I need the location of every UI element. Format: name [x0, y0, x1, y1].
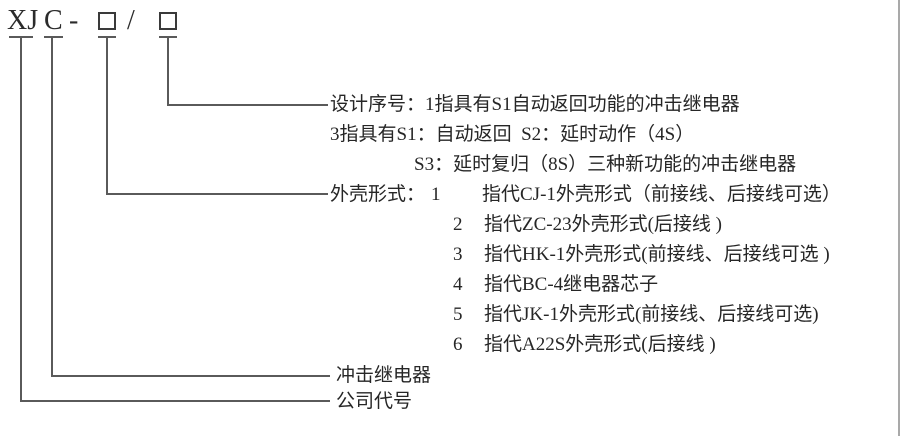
enclosure-option-num: 5: [453, 304, 463, 325]
enclosure-option-num: 3: [453, 244, 463, 265]
enclosure-option-num: 1: [431, 184, 441, 205]
enclosure-option-desc: 指代A22S外壳形式(后接线 ): [484, 334, 716, 355]
connector-company-vertical: [20, 36, 22, 402]
connector-design-serial-vertical: [167, 36, 169, 106]
connector-enclosure-horizontal: [106, 193, 328, 195]
code-dash: -: [69, 5, 79, 36]
design-serial-placeholder-box: [159, 12, 177, 30]
enclosure-option-num: 4: [453, 274, 463, 295]
company-label: 公司代号: [336, 391, 413, 412]
enclosure-option-desc: 指代BC-4继电器芯子: [484, 274, 659, 295]
enclosure-label: 外壳形式：: [330, 184, 426, 205]
design-serial-line2: 3指具有S1：自动返回 S2：延时动作（4S）: [330, 124, 695, 145]
enclosure-option-desc: 指代HK-1外壳形式(前接线、后接线可选 ): [484, 244, 830, 265]
connector-enclosure-vertical: [106, 36, 108, 195]
enclosure-option-num: 2: [453, 214, 463, 235]
connector-relay-horizontal: [51, 375, 330, 377]
enclosure-option-desc: 指代JK-1外壳形式(前接线、后接线可选): [484, 304, 819, 325]
tick-relay: [44, 36, 63, 38]
design-serial-line1-text: 1指具有S1自动返回功能的冲击继电器: [425, 94, 740, 115]
enclosure-placeholder-box: [98, 12, 116, 30]
design-serial-line3: S3：延时复归（8S）三种新功能的冲击继电器: [414, 154, 797, 175]
connector-company-horizontal: [20, 400, 330, 402]
connector-relay-vertical: [51, 36, 53, 377]
enclosure-option-desc: 指代ZC-23外壳形式(后接线 ): [484, 214, 723, 235]
relay-label: 冲击继电器: [336, 365, 432, 386]
code-product-letter: C: [44, 5, 63, 36]
figure-right-edge: [898, 0, 900, 436]
design-serial-line1: 设计序号：1指具有S1自动返回功能的冲击继电器: [330, 95, 740, 115]
enclosure-option-desc: 指代CJ-1外壳形式（前接线、后接线可选）: [482, 184, 841, 205]
code-company-letters: XJ: [7, 5, 39, 36]
connector-design-serial-horizontal: [167, 104, 328, 106]
design-serial-label: 设计序号：: [330, 94, 426, 115]
enclosure-option-num: 6: [453, 334, 463, 355]
code-slash: /: [127, 5, 135, 36]
